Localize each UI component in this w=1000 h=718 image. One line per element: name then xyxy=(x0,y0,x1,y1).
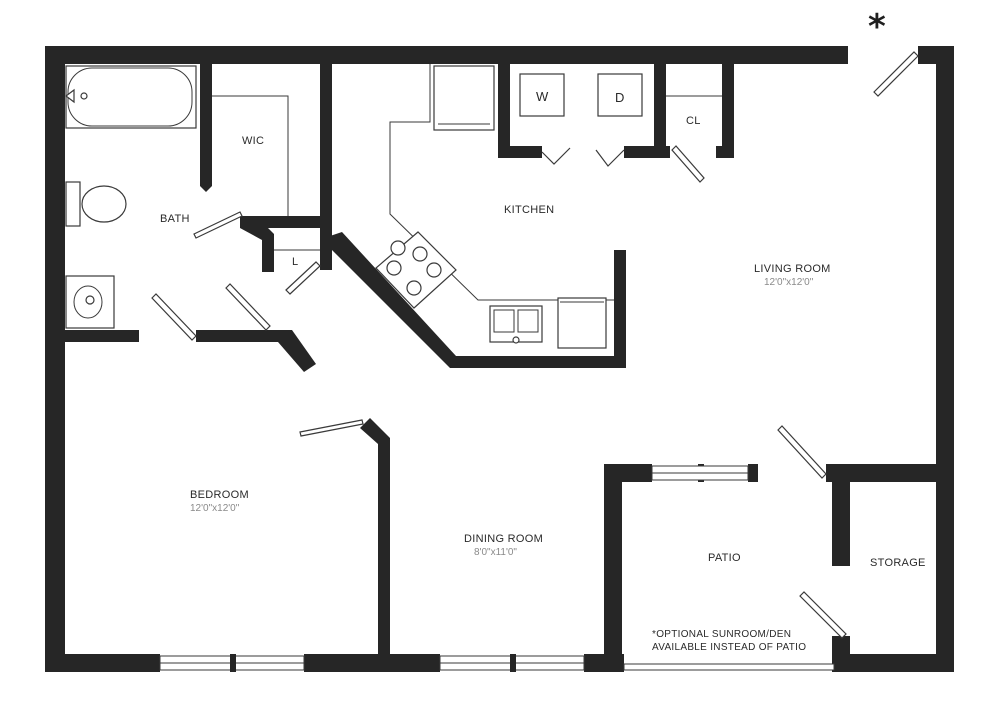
entry-door[interactable] xyxy=(873,51,919,97)
sunroom-note-line1: *OPTIONAL SUNROOM/DEN xyxy=(652,629,791,640)
bathtub xyxy=(65,65,197,129)
dining-room-label: DINING ROOM xyxy=(464,533,543,545)
bath-entry-door[interactable] xyxy=(151,293,197,341)
bath-fixtures xyxy=(65,65,320,329)
closet-door[interactable] xyxy=(671,145,705,183)
storage-door[interactable] xyxy=(799,591,847,639)
bath-label: BATH xyxy=(160,213,190,225)
laundry-bifold-right[interactable] xyxy=(595,149,625,167)
laundry-bifold-left[interactable] xyxy=(541,147,571,165)
closet-label: CL xyxy=(686,115,701,127)
dryer xyxy=(597,73,643,117)
dryer-label: D xyxy=(615,90,624,105)
wic-label: WIC xyxy=(242,135,264,147)
doors xyxy=(151,51,919,639)
toilet-bowl xyxy=(81,185,127,223)
kitchen-label: KITCHEN xyxy=(504,204,554,216)
sunroom-note-line2: AVAILABLE INSTEAD OF PATIO xyxy=(652,642,806,653)
bath-walls xyxy=(65,64,332,372)
washer xyxy=(519,73,565,117)
bedroom-wall xyxy=(360,418,390,654)
exterior-walls xyxy=(45,46,954,672)
wic-shelf xyxy=(212,95,289,216)
living-room-label: LIVING ROOM xyxy=(754,263,831,275)
storage-label: STORAGE xyxy=(870,557,926,569)
living-room-size: 12'0"x12'0" xyxy=(764,277,814,288)
kitchen-fixtures xyxy=(375,64,722,349)
sink xyxy=(489,305,543,343)
bedroom-door[interactable] xyxy=(299,419,364,437)
linen-door[interactable] xyxy=(285,261,321,295)
bath-door[interactable] xyxy=(193,211,243,239)
toilet-tank xyxy=(65,181,81,227)
patio-walls xyxy=(604,464,954,672)
bedroom-label: BEDROOM xyxy=(190,489,249,501)
dishwasher xyxy=(557,297,607,349)
patio-label: PATIO xyxy=(708,552,741,564)
patio-door[interactable] xyxy=(777,425,827,479)
washer-label: W xyxy=(536,89,549,104)
bedroom-size: 12'0"x12'0" xyxy=(190,503,240,514)
marker-asterisk: * xyxy=(868,7,886,47)
refrigerator xyxy=(433,65,495,131)
wic-door[interactable] xyxy=(225,283,271,331)
kitchen-walls xyxy=(330,64,734,368)
linen-label: L xyxy=(292,256,298,268)
windows xyxy=(159,465,835,672)
dining-room-size: 8'0"x11'0" xyxy=(474,547,517,558)
